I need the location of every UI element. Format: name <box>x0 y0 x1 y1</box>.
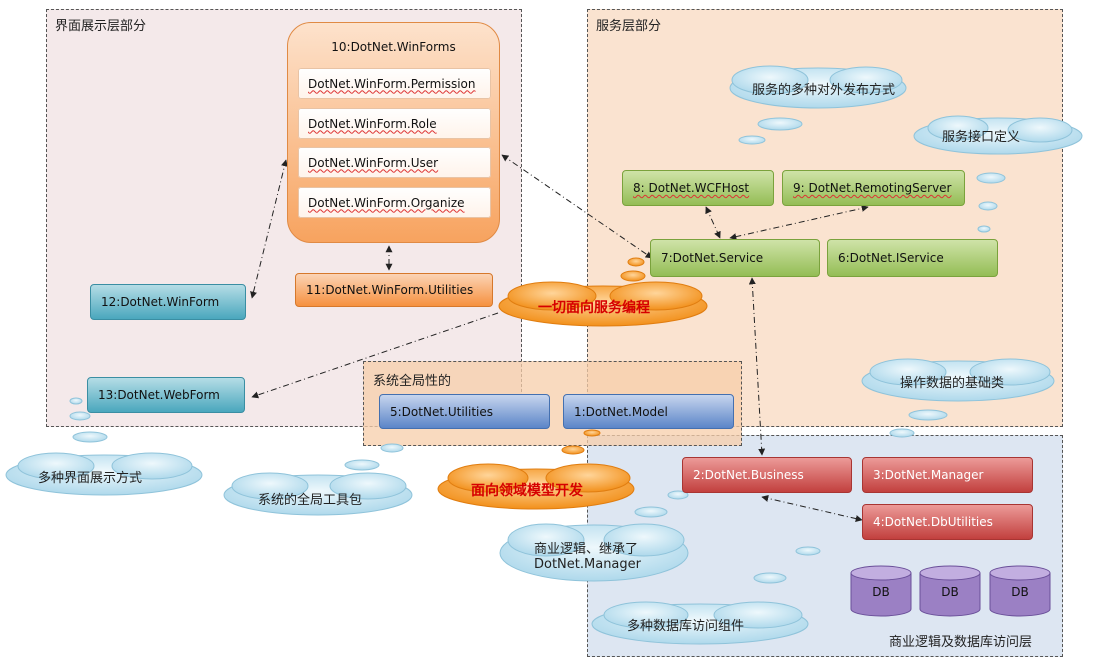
global-title: 系统全局性的 <box>373 374 452 389</box>
cloud-inherit <box>499 490 689 582</box>
service-layer-title: 服务层部分 <box>596 19 662 34</box>
cloud-db-access <box>591 546 821 645</box>
webform-module[interactable]: 13:DotNet.WebForm <box>87 377 245 413</box>
link-business-dbutilities <box>761 495 863 522</box>
cloud-publish-text: 服务的多种对外发布方式 <box>752 83 896 98</box>
winforms-module[interactable]: 10:DotNet.WinForms DotNet.WinForm.Permis… <box>287 22 500 243</box>
wcfhost-module[interactable]: 8: DotNet.WCFHost <box>622 170 774 206</box>
winform-organize[interactable]: DotNet.WinForm.Organize <box>298 187 491 218</box>
cloud-interface <box>913 115 1083 233</box>
winform-user[interactable]: DotNet.WinForm.User <box>298 147 491 178</box>
utilities-module[interactable]: 5:DotNet.Utilities <box>379 394 550 429</box>
database-1: DB <box>850 565 912 617</box>
cloud-interface-text: 服务接口定义 <box>942 130 1021 145</box>
database-icon <box>919 565 981 617</box>
link-service-business <box>748 277 766 456</box>
cloud-ddd-text: 面向领域模型开发 <box>471 483 583 499</box>
cloud-publish <box>729 65 907 145</box>
cloud-ddd <box>437 429 635 510</box>
cloud-data-base-text: 操作数据的基础类 <box>900 376 1005 391</box>
link-winforms-winform <box>250 159 288 299</box>
dbutilities-module[interactable]: 4:DotNet.DbUtilities <box>862 504 1033 540</box>
winforms-title: 10:DotNet.WinForms <box>331 40 456 54</box>
business-layer-title: 商业逻辑及数据库访问层 <box>889 635 1033 650</box>
database-3: DB <box>989 565 1051 617</box>
cloud-inherit-text-1: 商业逻辑、继承了 <box>534 542 639 557</box>
winform-module[interactable]: 12:DotNet.WinForm <box>90 284 246 320</box>
remoting-server-module[interactable]: 9: DotNet.RemotingServer <box>782 170 965 206</box>
cloud-data-base <box>861 358 1055 438</box>
cloud-inherit-text-2: DotNet.Manager <box>534 557 641 572</box>
winform-utilities-module[interactable]: 11:DotNet.WinForm.Utilities <box>295 273 493 307</box>
cloud-tools-text: 系统的全局工具包 <box>258 493 363 508</box>
ui-layer-title: 界面展示层部分 <box>55 19 147 34</box>
winform-permission[interactable]: DotNet.WinForm.Permission <box>298 68 491 99</box>
database-icon <box>989 565 1051 617</box>
business-module[interactable]: 2:DotNet.Business <box>682 457 852 493</box>
manager-module[interactable]: 3:DotNet.Manager <box>862 457 1033 493</box>
cloud-db-access-text: 多种数据库访问组件 <box>627 619 745 634</box>
cloud-ui-modes-text: 多种界面展示方式 <box>38 471 143 486</box>
link-remoting-service <box>729 204 869 241</box>
link-wcfhost-service <box>705 206 721 239</box>
database-2: DB <box>919 565 981 617</box>
iservice-module[interactable]: 6:DotNet.IService <box>827 239 998 277</box>
cloud-tools <box>223 443 413 516</box>
link-winforms-service <box>501 154 653 259</box>
link-webform-soa <box>251 312 499 399</box>
winform-role[interactable]: DotNet.WinForm.Role <box>298 108 491 139</box>
cloud-soa <box>498 257 708 327</box>
model-module[interactable]: 1:DotNet.Model <box>563 394 734 429</box>
cloud-soa-text: 一切面向服务编程 <box>538 300 650 316</box>
cloud-ui-modes <box>5 397 203 496</box>
database-icon <box>850 565 912 617</box>
service-module[interactable]: 7:DotNet.Service <box>650 239 820 277</box>
